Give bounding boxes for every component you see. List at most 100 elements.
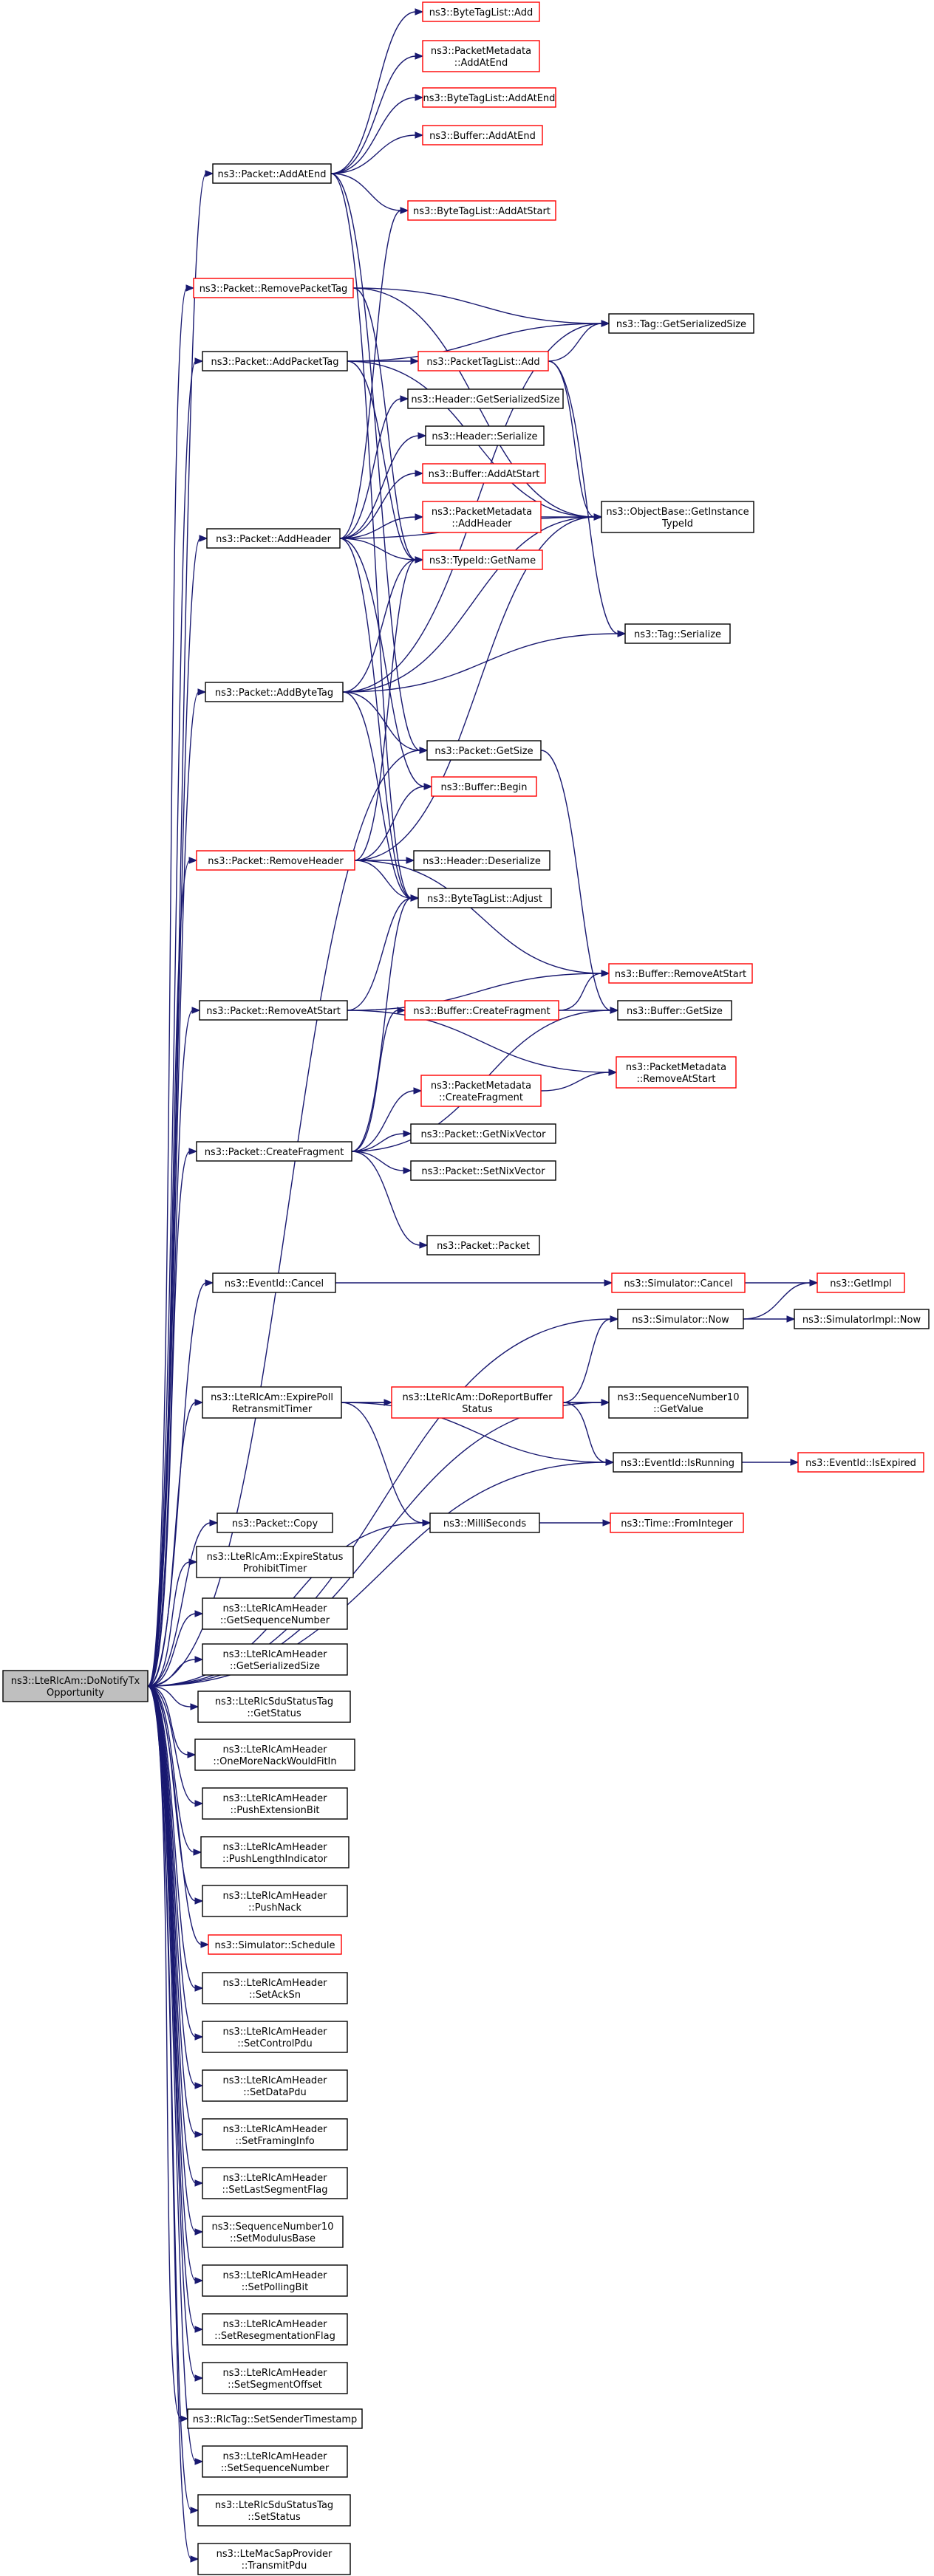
node-hdr_serialize[interactable]: ns3::Header::Serialize — [425, 425, 545, 446]
node-buf_begin[interactable]: ns3::Buffer::Begin — [431, 776, 537, 797]
node-pm_removeatstart[interactable]: ns3::PacketMetadata::RemoveAtStart — [616, 1056, 737, 1089]
node-pkt_setnixvector[interactable]: ns3::Packet::SetNixVector — [410, 1160, 556, 1181]
node-box-pkt_getsize — [426, 740, 542, 761]
arrowhead-root-pkt_removepackettag — [185, 284, 195, 292]
node-pm_createfragment[interactable]: ns3::PacketMetadata::CreateFragment — [420, 1075, 542, 1107]
node-hdr_onemorenack[interactable]: ns3::LteRlcAmHeader::OneMoreNackWouldFit… — [194, 1739, 355, 1771]
node-hdr_setpollingbit[interactable]: ns3::LteRlcAmHeader::SetPollingBit — [202, 2264, 348, 2297]
node-sim_now[interactable]: ns3::Simulator::Now — [617, 1309, 744, 1329]
node-buf_addatend[interactable]: ns3::Buffer::AddAtEnd — [422, 125, 543, 145]
node-buf_createfragment[interactable]: ns3::Buffer::CreateFragment — [404, 1000, 559, 1021]
node-hdr_pushnack[interactable]: ns3::LteRlcAmHeader::PushNack — [202, 1885, 348, 1917]
node-btl_add[interactable]: ns3::ByteTagList::Add — [422, 1, 540, 22]
node-hdr_setacksn[interactable]: ns3::LteRlcAmHeader::SetAckSn — [202, 1972, 348, 2004]
node-label-seqnum_getvalue-1: ::GetValue — [653, 1404, 703, 1415]
arrowhead-pkt_createfragment-buf_createfragment — [397, 1007, 406, 1014]
node-hdr_setframinginfo[interactable]: ns3::LteRlcAmHeader::SetFramingInfo — [202, 2118, 348, 2151]
node-macsap_transmitpdu[interactable]: ns3::LteMacSapProvider::TransmitPdu — [197, 2543, 351, 2575]
node-pkt_getsize[interactable]: ns3::Packet::GetSize — [426, 740, 542, 761]
node-hdr_deserialize[interactable]: ns3::Header::Deserialize — [413, 850, 550, 871]
node-eventid_isexpired[interactable]: ns3::EventId::IsExpired — [797, 1452, 924, 1473]
node-sdustatustag_getstatus[interactable]: ns3::LteRlcSduStatusTag::GetStatus — [197, 1690, 351, 1723]
node-label-buf_removeatstart-0: ns3::Buffer::RemoveAtStart — [615, 969, 746, 980]
node-pm_addatend[interactable]: ns3::PacketMetadata::AddAtEnd — [422, 40, 540, 72]
node-hdr_getserializedsize[interactable]: ns3::Header::GetSerializedSize — [407, 388, 564, 409]
node-sdustatustag_setstatus[interactable]: ns3::LteRlcSduStatusTag::SetStatus — [197, 2494, 351, 2527]
arrowhead-root-expirestatus — [188, 1558, 198, 1566]
node-getimpl[interactable]: ns3::GetImpl — [817, 1272, 905, 1293]
node-sim_cancel[interactable]: ns3::Simulator::Cancel — [611, 1272, 746, 1293]
node-box-pkt_copy — [217, 1513, 333, 1533]
node-pkt_removeheader[interactable]: ns3::Packet::RemoveHeader — [196, 850, 355, 871]
node-btl_adjust[interactable]: ns3::ByteTagList::Adjust — [417, 888, 552, 908]
node-pkt_addbytetag[interactable]: ns3::Packet::AddByteTag — [205, 682, 344, 702]
node-buf_removeatstart[interactable]: ns3::Buffer::RemoveAtStart — [608, 963, 753, 984]
node-box-expirepoll — [202, 1386, 342, 1419]
node-box-hdr_getsersize — [202, 1643, 348, 1676]
node-pkt_addpackettag[interactable]: ns3::Packet::AddPacketTag — [202, 351, 348, 371]
call-edge-pkt_removeheader-objbase_getinstancetypeid — [354, 516, 596, 861]
node-label-buf_addatend-0: ns3::Buffer::AddAtEnd — [429, 131, 536, 142]
node-typeid_getname[interactable]: ns3::TypeId::GetName — [422, 549, 543, 570]
node-pm_addheader[interactable]: ns3::PacketMetadata::AddHeader — [422, 501, 542, 533]
node-hdr_pushlenind[interactable]: ns3::LteRlcAmHeader::PushLengthIndicator — [200, 1836, 350, 1868]
node-box-ptl_add — [417, 351, 549, 371]
node-label-simimpl_now-0: ns3::SimulatorImpl::Now — [802, 1315, 921, 1326]
node-milliseconds[interactable]: ns3::MilliSeconds — [429, 1513, 540, 1533]
node-hdr_getsersize[interactable]: ns3::LteRlcAmHeader::GetSerializedSize — [202, 1643, 348, 1676]
call-edge-root-hdr_pushextbit — [147, 1685, 197, 1804]
call-edge-pkt_addatend-buf_addatend — [330, 134, 417, 174]
arrowhead-pkt_addheader-hdr_getserializedsize — [400, 395, 409, 402]
node-label-tag_getserializedsize-0: ns3::Tag::GetSerializedSize — [616, 319, 746, 330]
node-sim_schedule[interactable]: ns3::Simulator::Schedule — [208, 1934, 342, 1955]
node-seqnum_setmodulus[interactable]: ns3::SequenceNumber10::SetModulusBase — [202, 2216, 344, 2248]
node-pkt_createfragment[interactable]: ns3::Packet::CreateFragment — [196, 1141, 352, 1162]
arrowhead-root-rlctag_setsender — [180, 2415, 189, 2422]
node-time_frominteger[interactable]: ns3::Time::FromInteger — [610, 1513, 744, 1533]
node-pkt_getnixvector[interactable]: ns3::Packet::GetNixVector — [410, 1123, 556, 1144]
node-tag_serialize[interactable]: ns3::Tag::Serialize — [624, 623, 731, 644]
node-buf_getsize[interactable]: ns3::Buffer::GetSize — [617, 1000, 732, 1021]
node-seqnum_getvalue[interactable]: ns3::SequenceNumber10::GetValue — [608, 1386, 749, 1419]
node-box-time_frominteger — [610, 1513, 744, 1533]
node-hdr_setsegoffset[interactable]: ns3::LteRlcAmHeader::SetSegmentOffset — [202, 2362, 348, 2394]
arrowhead-pkt_removeheader-objbase_getinstancetypeid — [593, 513, 603, 521]
node-eventid_isrunning[interactable]: ns3::EventId::IsRunning — [613, 1452, 743, 1473]
call-edge-ptl_add-objbase_getinstancetypeid — [548, 360, 596, 518]
node-pkt_removeatstart[interactable]: ns3::Packet::RemoveAtStart — [199, 1000, 348, 1021]
node-label-expirestatus-0: ns3::LteRlcAm::ExpireStatus — [207, 1552, 344, 1563]
node-ptl_add[interactable]: ns3::PacketTagList::Add — [417, 351, 549, 371]
node-label-pm_addheader-1: ::AddHeader — [451, 518, 512, 530]
node-label-pkt_addatend-0: ns3::Packet::AddAtEnd — [218, 169, 327, 180]
node-pkt_removepackettag[interactable]: ns3::Packet::RemovePacketTag — [193, 278, 354, 298]
arrowhead-pkt_addheader-btl_addatstart — [400, 207, 409, 214]
node-hdr_setlastseg[interactable]: ns3::LteRlcAmHeader::SetLastSegmentFlag — [202, 2167, 348, 2199]
node-buf_addatstart[interactable]: ns3::Buffer::AddAtStart — [422, 463, 546, 484]
node-rlctag_setsender[interactable]: ns3::RlcTag::SetSenderTimestamp — [187, 2408, 363, 2429]
arrowhead-pkt_removeheader-buf_begin — [423, 783, 433, 790]
node-hdr_setcontrolpdu[interactable]: ns3::LteRlcAmHeader::SetControlPdu — [202, 2021, 348, 2053]
node-hdr_setseqnum[interactable]: ns3::LteRlcAmHeader::SetSequenceNumber — [202, 2445, 348, 2478]
node-hdr_setresegflag[interactable]: ns3::LteRlcAmHeader::SetResegmentationFl… — [202, 2313, 348, 2346]
node-eventid_cancel[interactable]: ns3::EventId::Cancel — [212, 1272, 336, 1293]
node-btl_addatend[interactable]: ns3::ByteTagList::AddAtEnd — [422, 87, 556, 108]
node-label-sim_schedule-0: ns3::Simulator::Schedule — [214, 1940, 335, 1951]
node-pkt_copy[interactable]: ns3::Packet::Copy — [217, 1513, 333, 1533]
call-edge-pkt_createfragment-pkt_getnixvector — [351, 1133, 405, 1152]
node-label-hdr_setpollingbit-1: ::SetPollingBit — [242, 2282, 308, 2293]
arrowhead-pkt_createfragment-pkt_packet — [419, 1241, 429, 1249]
node-pkt_addheader[interactable]: ns3::Packet::AddHeader — [206, 528, 341, 549]
node-hdr_pushextbit[interactable]: ns3::LteRlcAmHeader::PushExtensionBit — [202, 1787, 348, 1820]
node-pkt_addatend[interactable]: ns3::Packet::AddAtEnd — [212, 163, 332, 184]
node-hdr_setdatapdu[interactable]: ns3::LteRlcAmHeader::SetDataPdu — [202, 2069, 348, 2102]
node-tag_getserializedsize[interactable]: ns3::Tag::GetSerializedSize — [608, 313, 754, 334]
node-simimpl_now[interactable]: ns3::SimulatorImpl::Now — [794, 1309, 930, 1329]
node-pkt_packet[interactable]: ns3::Packet::Packet — [426, 1235, 540, 1256]
node-btl_addatstart[interactable]: ns3::ByteTagList::AddAtStart — [407, 200, 556, 221]
node-label-pkt_getnixvector-0: ns3::Packet::GetNixVector — [421, 1129, 547, 1140]
node-hdr_getseqnum[interactable]: ns3::LteRlcAmHeader::GetSequenceNumber — [202, 1597, 348, 1630]
